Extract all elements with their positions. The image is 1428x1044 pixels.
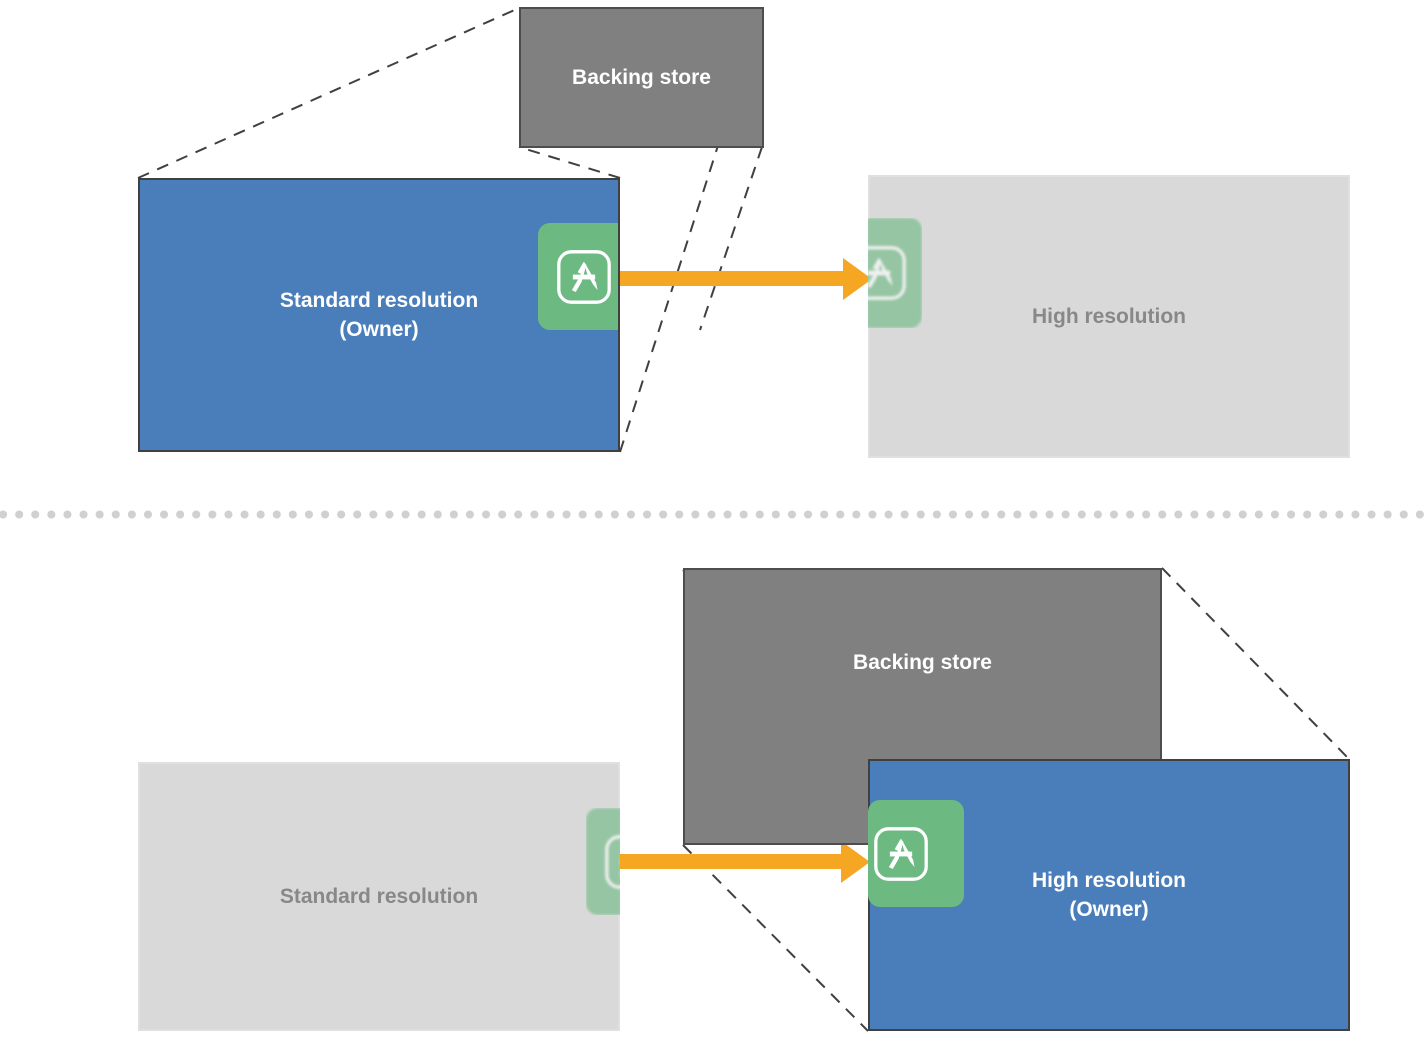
top-standard-resolution-label: Standard resolution (Owner) — [279, 289, 479, 341]
app-store-icon — [538, 223, 618, 330]
app-store-icon — [868, 800, 964, 907]
top-high-resolution-label: High resolution — [1032, 305, 1186, 328]
dash-bottom-topright — [1161, 567, 1350, 760]
top-transfer-arrow — [620, 258, 872, 300]
app-store-glyph — [605, 834, 620, 889]
top-backing-store-box: Backing store — [519, 7, 764, 148]
bottom-transfer-arrow — [618, 841, 870, 883]
dash-bottom-botleft — [682, 844, 869, 1032]
dash-top-rightdrop — [699, 146, 763, 331]
bottom-backing-store-label: Backing store — [853, 651, 992, 674]
divider-dots — [0, 510, 1428, 519]
dash-top-left — [137, 7, 520, 179]
section-divider — [0, 506, 1428, 519]
bottom-standard-resolution-box: Standard resolution — [138, 762, 620, 1031]
top-backing-store-label: Backing store — [572, 66, 711, 89]
top-faded-icon-clip — [868, 218, 922, 328]
app-store-glyph — [868, 246, 906, 300]
bottom-high-resolution-label: High resolution (Owner) — [1032, 869, 1186, 921]
top-owner-icon-clip — [538, 223, 618, 330]
app-store-glyph — [557, 249, 611, 304]
app-store-icon — [586, 808, 620, 915]
app-store-glyph — [874, 826, 928, 881]
app-store-icon — [868, 218, 922, 328]
dash-top-middle — [518, 146, 621, 179]
bottom-faded-icon-clip — [586, 808, 620, 915]
top-high-resolution-box: High resolution — [868, 175, 1350, 458]
bottom-standard-resolution-label: Standard resolution — [279, 885, 479, 908]
